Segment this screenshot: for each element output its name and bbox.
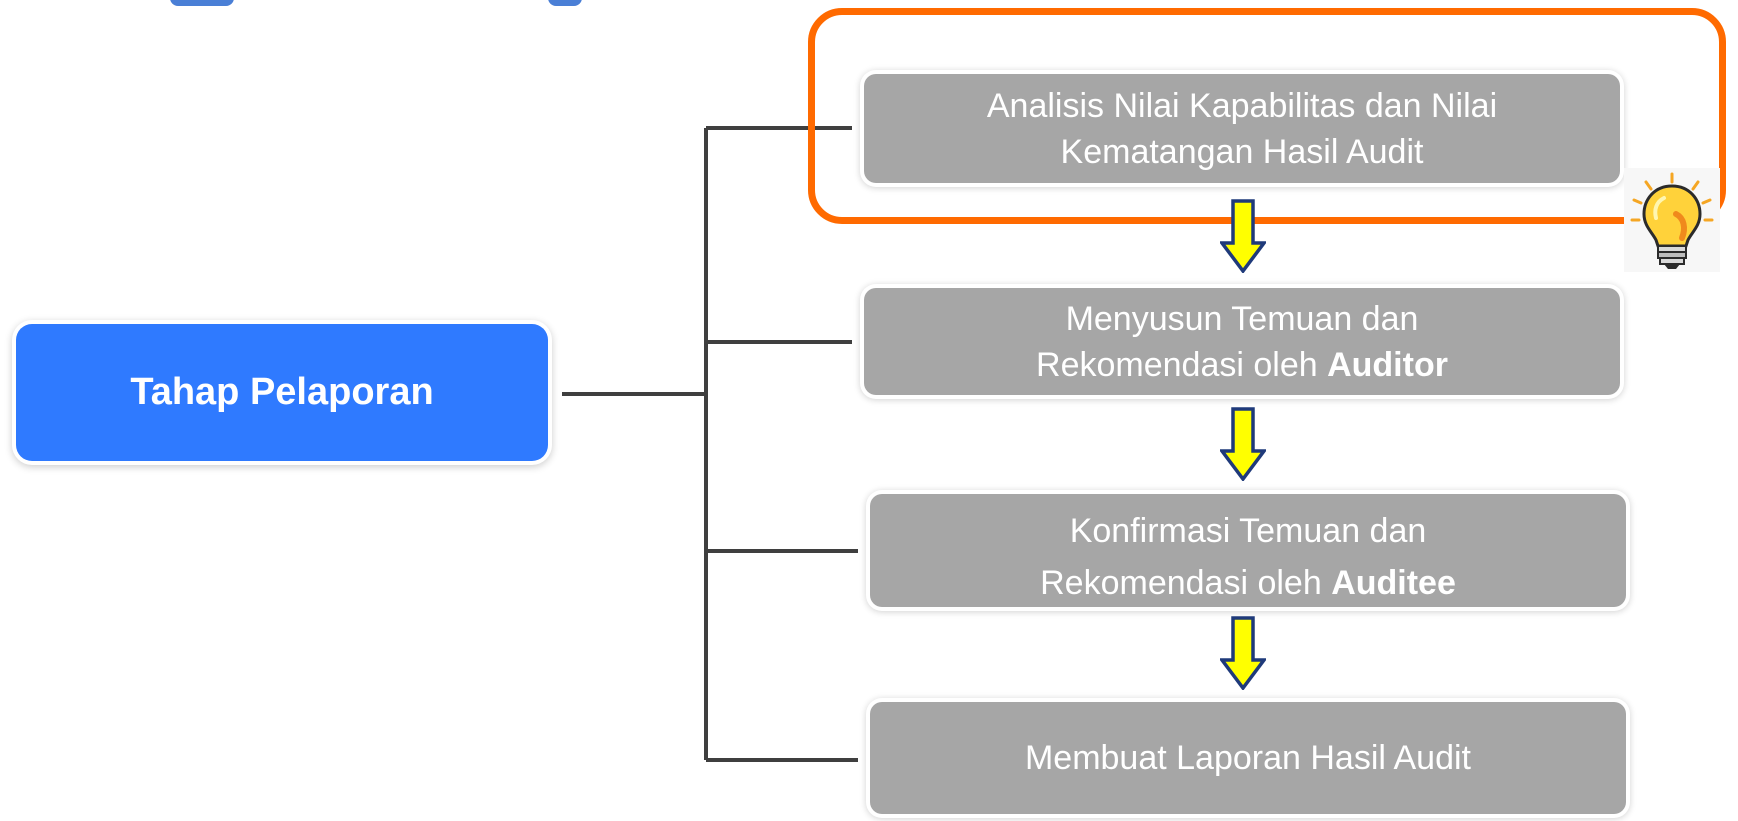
- step-1-line-2: Kematangan Hasil Audit: [1060, 132, 1424, 171]
- step-box-3: Konfirmasi Temuan dan Rekomendasi oleh A…: [870, 494, 1626, 607]
- step-box-4: Membuat Laporan Hasil Audit: [870, 702, 1626, 814]
- step-2-line-1: Menyusun Temuan dan: [1065, 299, 1419, 338]
- step-4-line-1: Membuat Laporan Hasil Audit: [1024, 739, 1472, 777]
- root-node-label: Tahap Pelaporan: [130, 371, 434, 413]
- step-3-line-1: Konfirmasi Temuan dan: [1069, 512, 1427, 550]
- highlight-frame-step-1: [808, 8, 1726, 224]
- title-fragment-left: [170, 0, 234, 6]
- step-3-line-2-emphasis: Auditee: [1331, 564, 1456, 602]
- step-2-line-2-text: Rekomendasi oleh: [1036, 345, 1328, 384]
- root-node-tahap-pelaporan: Tahap Pelaporan: [16, 324, 548, 461]
- step-2-line-2-emphasis: Auditor: [1327, 345, 1448, 384]
- down-arrow-icon: [1220, 199, 1266, 273]
- step-2-line-2: Rekomendasi oleh Auditor: [1036, 342, 1448, 388]
- title-fragment-right: [548, 0, 582, 6]
- lightbulb-icon: [1624, 168, 1720, 272]
- step-box-1: Analisis Nilai Kapabilitas dan Nilai Kem…: [864, 74, 1620, 183]
- down-arrow-icon: [1220, 616, 1266, 690]
- step-box-2: Menyusun Temuan dan Rekomendasi oleh Aud…: [864, 288, 1620, 395]
- step-3-line-2: Rekomendasi oleh Auditee: [1040, 560, 1456, 606]
- step-1-line-1: Analisis Nilai Kapabilitas dan Nilai: [986, 86, 1498, 125]
- down-arrow-icon: [1220, 407, 1266, 481]
- step-3-line-2-text: Rekomendasi oleh: [1040, 564, 1332, 602]
